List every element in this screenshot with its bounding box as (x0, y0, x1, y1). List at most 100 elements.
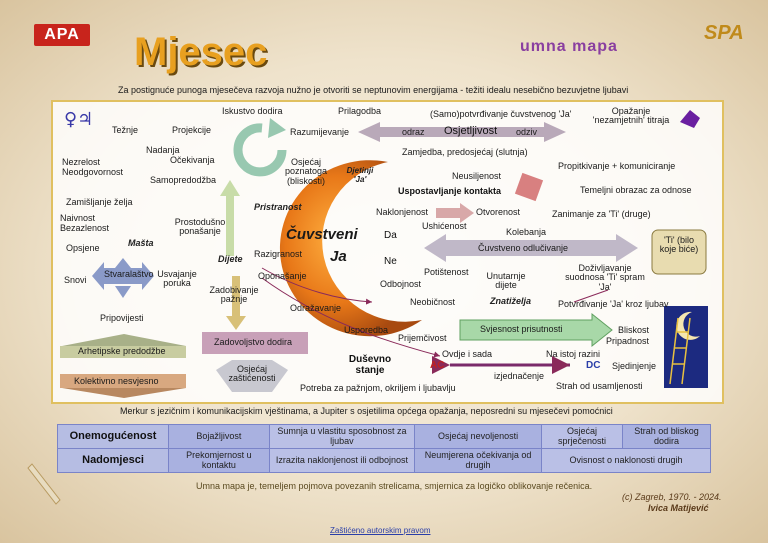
label-odrazavanje: Odražavanje (290, 303, 342, 313)
arhetipske-arrow (60, 346, 186, 358)
label-pripadnost: Pripadnost (606, 336, 650, 346)
label-prijemcivost: Prijemčivost (398, 333, 447, 343)
label-zamisljanje: Zamišljanje želja (66, 197, 133, 207)
label-izjednacenje: izjednačenje (494, 371, 545, 381)
table-cell: Sumnja u vlastitu sposobnost za ljubav (268, 424, 416, 449)
dijete-up-arrow (220, 180, 240, 256)
purple-figure-icon (680, 110, 700, 128)
label-osjecaj-zasticenosti: Osjećaj zaštićenosti (228, 364, 276, 384)
table-cell: Strah od bliskog dodira (622, 424, 711, 449)
table-row: Nadomjesci Prekomjernost u kontaktu Izra… (57, 448, 711, 473)
note-text: Umna mapa je, temeljem pojmova povezanih… (196, 481, 593, 491)
label-kolebanja: Kolebanja (506, 227, 547, 237)
label-otvorenost: Otvorenost (476, 207, 521, 217)
label-naklonjenost: Naklonjenost (376, 207, 429, 217)
label-znatizelja: Znatiželja (490, 296, 532, 306)
label-ocekivanja: Očekivanja (170, 155, 215, 165)
label-svjesnost: Svjesnost prisutnosti (480, 324, 563, 334)
copyright-link[interactable]: Zaštićeno autorskim pravom (330, 526, 431, 535)
ti-box-shape (651, 229, 707, 275)
label-cuvstveno-odlucivanje: Čuvstveno odlučivanje (478, 243, 569, 253)
label-da: Da (384, 230, 397, 241)
osjecaj-zasticenosti-shape (216, 360, 288, 392)
label-uspostavljanje: Uspostavljanje kontakta (398, 186, 502, 196)
table-row: Onemogućenost Bojažljivost Sumnja u vlas… (57, 424, 711, 449)
label-neobicnost: Neobičnost (410, 297, 456, 307)
kolektivno-arrow (60, 374, 186, 388)
venus-jupiter-symbols: ♀♃ (64, 109, 93, 130)
row-header: Onemogućenost (57, 424, 169, 449)
label-neodgovornost: Neodgovornost (62, 167, 124, 177)
table-cell: Ovisnost o naklonosti drugih (541, 448, 711, 473)
label-odziv: odziv (516, 127, 538, 137)
label-odraz: odraz (402, 127, 425, 137)
label-nadanja: Nadanja (146, 145, 180, 155)
label-potvrdjivanje-ljubav: Potvrđivanje 'Ja' kroz ljubav (558, 299, 669, 309)
label-osjecaj-poznatoga: Osjećaj poznatoga (bliskosti) (284, 157, 328, 186)
label-zadovoljstvo: Zadovoljstvo dodira (214, 337, 293, 347)
label-pripovijesti: Pripovijesti (100, 313, 144, 323)
label-stvaralastvo: Stvaralaštvo (104, 269, 154, 279)
label-usvajanje-poruka: Usvajanje poruka (157, 269, 197, 289)
zadovoljstvo-shape (202, 332, 308, 354)
footer-line: Merkur s jezičnim i komunikacijskim vješ… (120, 406, 613, 416)
label-odbojnost: Odbojnost (380, 279, 422, 289)
label-dozivljavanje: Doživljavanje suodnosa 'Ti' spram 'Ja' (565, 263, 645, 292)
svjesnost-arrow (459, 312, 613, 348)
intro-text: Za postignuće punoga mjesečeva razvoja n… (118, 85, 629, 95)
label-teznje: Težnje (112, 125, 139, 135)
table-cell: Izrazita naklonjenost ili odbojnost (268, 448, 416, 473)
center-cuvstveni: Čuvstveni (286, 226, 358, 243)
label-ac: AC (430, 360, 445, 371)
moon-crescent (279, 160, 422, 337)
label-razumijevanje: Razumijevanje (290, 127, 350, 137)
cycle-arrow-icon (233, 123, 287, 177)
puzzle-icon (514, 172, 544, 202)
label-bezazlenost: Bezazlenost (60, 223, 110, 233)
label-neusiljenost: Neusiljenost (452, 171, 502, 181)
stvaralastvo-cross (92, 262, 154, 290)
label-nezrelost: Nezrelost (62, 157, 101, 167)
label-prilagodba: Prilagodba (338, 106, 382, 116)
kolebanja-arrow (424, 234, 638, 262)
author-text: Ivica Matijević (648, 503, 709, 513)
label-usporedba: Usporedba (344, 325, 389, 335)
label-ne: Ne (384, 256, 397, 267)
label-bliskost: Bliskost (618, 325, 650, 335)
label-arhetipske: Arhetipske predodžbe (78, 346, 166, 356)
table-cell: Bojažljivost (168, 424, 270, 449)
label-opsjene: Opsjene (66, 243, 100, 253)
dijete-down-arrow (226, 276, 246, 330)
osjetljivost-arrow (358, 122, 566, 142)
apa-logo (34, 24, 90, 46)
label-potreba: Potreba za pažnjom, okriljem i ljubavlju (300, 383, 456, 393)
apa-logo-text: APA (44, 26, 80, 43)
label-zanimanje: Zanimanje za 'Ti' (druge) (552, 209, 651, 219)
label-strah-usamljenost: Strah od usamljenosti (556, 381, 643, 391)
label-temeljni-obrazac: Temeljni obrazac za odnose (580, 185, 692, 195)
spa-logo: SPA (704, 22, 744, 44)
table-cell: Neumjerena očekivanja od drugih (414, 448, 543, 473)
ti-box: 'Ti' (bilo koje biće) (659, 235, 699, 255)
label-na-istoj-razini: Na istoj razini (546, 349, 601, 359)
label-projekcije: Projekcije (172, 125, 212, 135)
label-ovdje-sada: Ovdje i sada (442, 349, 493, 359)
label-zamjedba: Zamjedba, predosjećaj (slutnja) (402, 147, 528, 157)
naklonjenost-arrow (436, 203, 474, 223)
label-snovi: Snovi (64, 275, 87, 285)
copyright-text: (c) Zagreb, 1970. - 2024. (622, 492, 722, 502)
label-propitkivanje: Propitkivanje + komuniciranje (558, 161, 676, 171)
table-cell: Prekomjernost u kontaktu (168, 448, 270, 473)
label-samopotvrdjivanje: (Samo)potvrđivanje čuvstvenog 'Ja' (430, 109, 572, 119)
table-cell: Osjećaj nevoljenosti (414, 424, 543, 449)
center-ja: Ja (330, 248, 347, 265)
label-dc: DC (586, 360, 601, 371)
label-potistenost: Potištenost (424, 267, 469, 277)
page-subtitle: umna mapa (520, 38, 618, 55)
label-iskustvo-dodira: Iskustvo dodira (222, 106, 283, 116)
label-osjetljivost: Osjetljivost (444, 125, 498, 137)
page-title: Mjesec (134, 30, 268, 74)
label-dijete: Dijete (218, 254, 243, 264)
